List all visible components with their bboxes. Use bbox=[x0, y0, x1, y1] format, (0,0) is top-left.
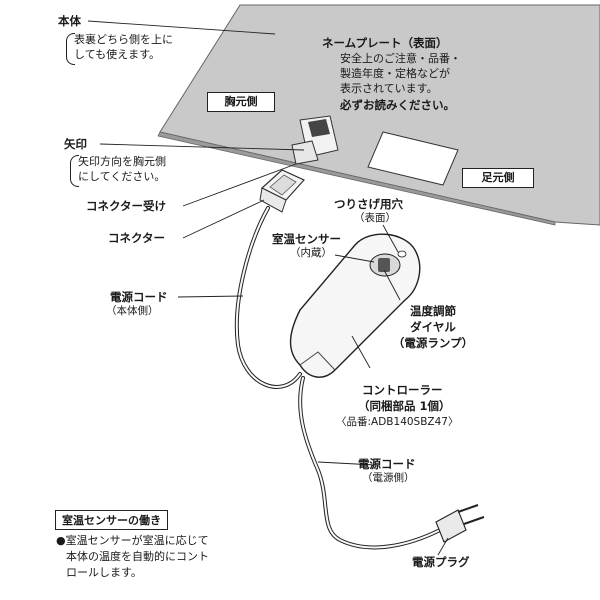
controller-label: コントローラー bbox=[362, 383, 443, 397]
power-cord-body-label: 電源コード bbox=[110, 290, 168, 304]
sensor-function-line-2: 本体の温度を自動的にコント bbox=[66, 550, 209, 563]
sensor-function-line-3: ロールします。 bbox=[66, 566, 142, 579]
room-sensor-note: （内蔵） bbox=[290, 247, 332, 259]
power-plug-shape bbox=[435, 504, 485, 543]
sensor-function-line-1: ●室温センサーが室温に応じて bbox=[56, 534, 209, 547]
connector-label: コネクター bbox=[108, 231, 166, 245]
connector-socket-label: コネクター受け bbox=[86, 199, 167, 213]
arrow-mark-note-1: 矢印方向を胸元側 bbox=[78, 155, 166, 168]
nameplate-title: ネームプレート（表面） bbox=[322, 36, 448, 50]
sensor-function-title: 室温センサーの働き bbox=[55, 510, 168, 530]
room-sensor-label: 室温センサー bbox=[272, 232, 341, 246]
chest-side-label: 胸元側 bbox=[207, 92, 275, 112]
nameplate-line-1: 安全上のご注意・品番・ bbox=[340, 52, 461, 65]
temp-dial-line-1: 温度調節 bbox=[410, 304, 456, 318]
nameplate-shape bbox=[367, 131, 459, 186]
main-unit-note-2: しても使えます。 bbox=[74, 48, 161, 61]
power-cord-body-note: （本体側） bbox=[106, 305, 159, 317]
hanging-hole-note: （表面） bbox=[354, 212, 396, 224]
temp-dial-line-3: （電源ランプ） bbox=[392, 336, 474, 350]
connector-socket-shape bbox=[291, 115, 339, 165]
controller-part-number: 〈品番:ADB140SBZ47〉 bbox=[336, 416, 459, 428]
connector-shape bbox=[259, 169, 305, 213]
controller-included: （同梱部品 1個） bbox=[358, 399, 451, 413]
arrow-mark-label: 矢印 bbox=[64, 137, 87, 151]
arrow-mark-note-bracket bbox=[70, 155, 79, 187]
power-cord-source-note: （電源側） bbox=[362, 472, 415, 484]
nameplate-line-4: 必ずお読みください。 bbox=[340, 98, 455, 112]
temp-dial-line-2: ダイヤル bbox=[410, 320, 456, 334]
main-unit-label: 本体 bbox=[58, 14, 81, 28]
foot-side-label: 足元側 bbox=[462, 168, 534, 188]
main-unit-note-bracket bbox=[66, 33, 75, 65]
controller-shape bbox=[289, 233, 421, 378]
nameplate-line-3: 表示されています。 bbox=[340, 82, 438, 95]
hanging-hole-label: つりさげ用穴 bbox=[334, 197, 403, 211]
main-unit-edge bbox=[157, 131, 556, 226]
power-plug-label: 電源プラグ bbox=[412, 555, 470, 569]
power-cord-source-label: 電源コード bbox=[358, 457, 416, 471]
main-unit-note-1: 表裏どちら側を上に bbox=[74, 33, 173, 46]
arrow-mark-note-2: にしてください。 bbox=[78, 170, 166, 183]
leader-lines bbox=[87, 20, 449, 556]
nameplate-line-2: 製造年度・定格などが bbox=[340, 67, 450, 80]
